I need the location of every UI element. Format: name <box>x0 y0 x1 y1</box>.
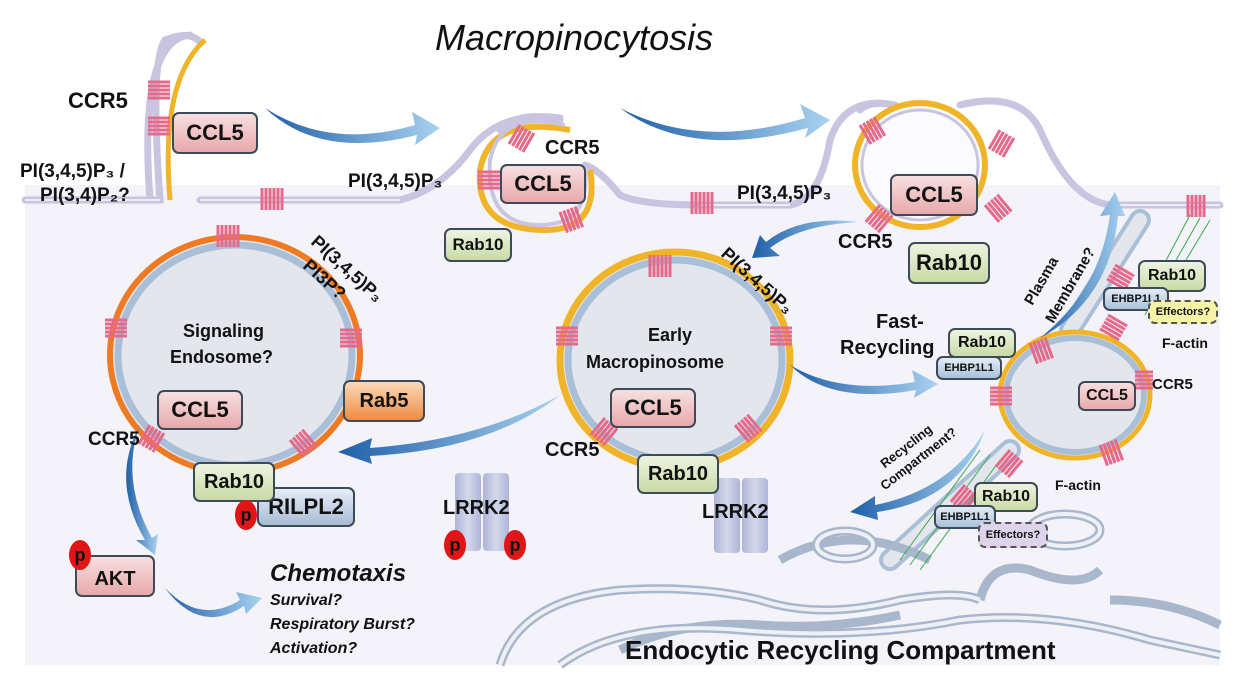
arrow-early-to-fast-recycling <box>790 365 938 398</box>
rilpl2-box: RILPL2 <box>257 487 355 527</box>
arrow-to-recycling-compartment <box>850 430 985 520</box>
rab10-box: Rab10 <box>193 462 275 502</box>
phospho-marker: p <box>444 530 466 560</box>
survival-label: Survival? <box>270 592 343 609</box>
ccl5-box: CCL5 <box>172 112 258 154</box>
ccr5-label: CCR5 <box>1152 376 1193 393</box>
rab5-box: Rab5 <box>343 380 425 422</box>
ccl5-box: CCL5 <box>1078 381 1136 411</box>
pip-label: PI(3,4,5)P₃ <box>737 183 832 204</box>
rab10-box: Rab10 <box>1138 260 1206 292</box>
pip-label: PI(3,4,5)P₃ / <box>20 161 125 182</box>
pip-label: PI(3,4,5)P₃ <box>348 171 443 192</box>
signaling-endosome-label: Endosome? <box>170 347 274 367</box>
early-macropinosome-label: Early <box>648 325 693 345</box>
ccr5-label: CCR5 <box>545 439 600 461</box>
chemotaxis-label: Chemotaxis <box>270 560 407 587</box>
ccl5-box: CCL5 <box>157 390 243 430</box>
arrow-ccr5-to-akt <box>126 425 158 555</box>
signaling-endosome-label: Signaling <box>183 321 264 341</box>
arrow-to-plasma-membrane <box>1040 192 1125 338</box>
flow-arrows <box>126 104 1125 618</box>
fast-recycling-label: Fast- <box>876 311 924 333</box>
ccl5-box: CCL5 <box>500 164 586 204</box>
cup-pip3-layer <box>476 123 595 234</box>
ccr5-receptors <box>105 80 1206 514</box>
respiratory-burst-label: Respiratory Burst? <box>270 616 415 633</box>
phospho-marker: p <box>504 530 526 560</box>
effectors-box: Effectors? <box>978 522 1048 548</box>
phospho-marker: p <box>69 540 91 570</box>
activation-label: Activation? <box>270 640 358 657</box>
rab10-box: Rab10 <box>908 242 990 284</box>
lrrk2-dimer-right <box>714 478 768 553</box>
rab10-box: Rab10 <box>948 328 1016 358</box>
early-macropinosome-label: Macropinosome <box>586 352 725 372</box>
ccr5-label: CCR5 <box>545 137 600 159</box>
pip-label: PI(3,4)P₂? <box>40 185 130 206</box>
phospho-marker: p <box>235 500 257 530</box>
arrow-akt-to-chemotaxis <box>165 588 262 618</box>
ccl5-box: CCL5 <box>890 174 978 216</box>
lrrk2-label: LRRK2 <box>702 501 769 523</box>
plasma-membrane <box>21 31 1224 209</box>
fast-recycling-label: Recycling <box>840 337 935 359</box>
f-actin-label: F-actin <box>1055 477 1101 493</box>
lrrk2-label: LRRK2 <box>443 497 510 519</box>
ccl5-box: CCL5 <box>610 388 696 428</box>
arrow-early-to-signaling <box>338 395 560 464</box>
f-actin-label: F-actin <box>1162 335 1208 351</box>
arrow-ruffle-to-cup <box>265 108 440 145</box>
rab10-box: Rab10 <box>444 228 512 262</box>
effectors-box: Effectors? <box>1148 300 1218 324</box>
title-macropinocytosis: Macropinocytosis <box>435 17 714 58</box>
ruffle-pip3-layer <box>165 38 207 201</box>
ccr5-label: CCR5 <box>68 88 128 113</box>
ccr5-label: CCR5 <box>88 429 140 450</box>
arrow-closing-to-early <box>752 220 858 258</box>
ehbp1l1-box: EHBP1L1 <box>936 356 1002 380</box>
erc-title: Endocytic Recycling Compartment <box>625 635 1056 665</box>
arrow-cup-to-closing <box>620 104 830 141</box>
ccr5-label: CCR5 <box>838 231 893 253</box>
lrrk2-dimer-left <box>455 473 509 551</box>
rab10-box: Rab10 <box>637 454 719 494</box>
